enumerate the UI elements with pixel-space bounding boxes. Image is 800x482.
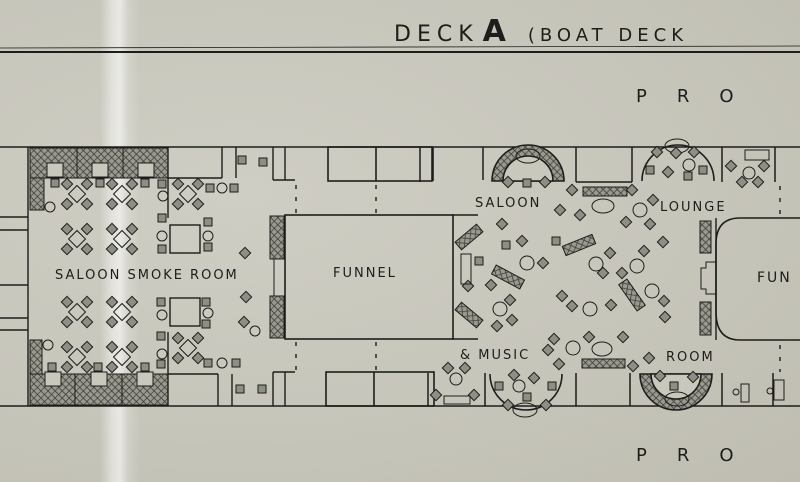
deck-word: DECK	[394, 22, 479, 47]
smoke-room-label: SALOON SMOKE ROOM	[55, 268, 239, 283]
funnel-2-label: FUN	[757, 270, 792, 286]
deck-letter: A	[482, 14, 506, 49]
promenade-label-top: PRO	[636, 86, 764, 107]
lounge-label-lounge: LOUNGE	[660, 200, 727, 215]
lounge-label-saloon: SALOON	[475, 196, 541, 211]
lounge-label-music: & MUSIC	[460, 348, 530, 363]
deck-subtitle: (BOAT DECK	[527, 25, 689, 46]
lounge-label-room: ROOM	[666, 350, 715, 365]
funnel-label: FUNNEL	[333, 266, 397, 281]
promenade-label-bottom: PRO	[636, 445, 764, 466]
